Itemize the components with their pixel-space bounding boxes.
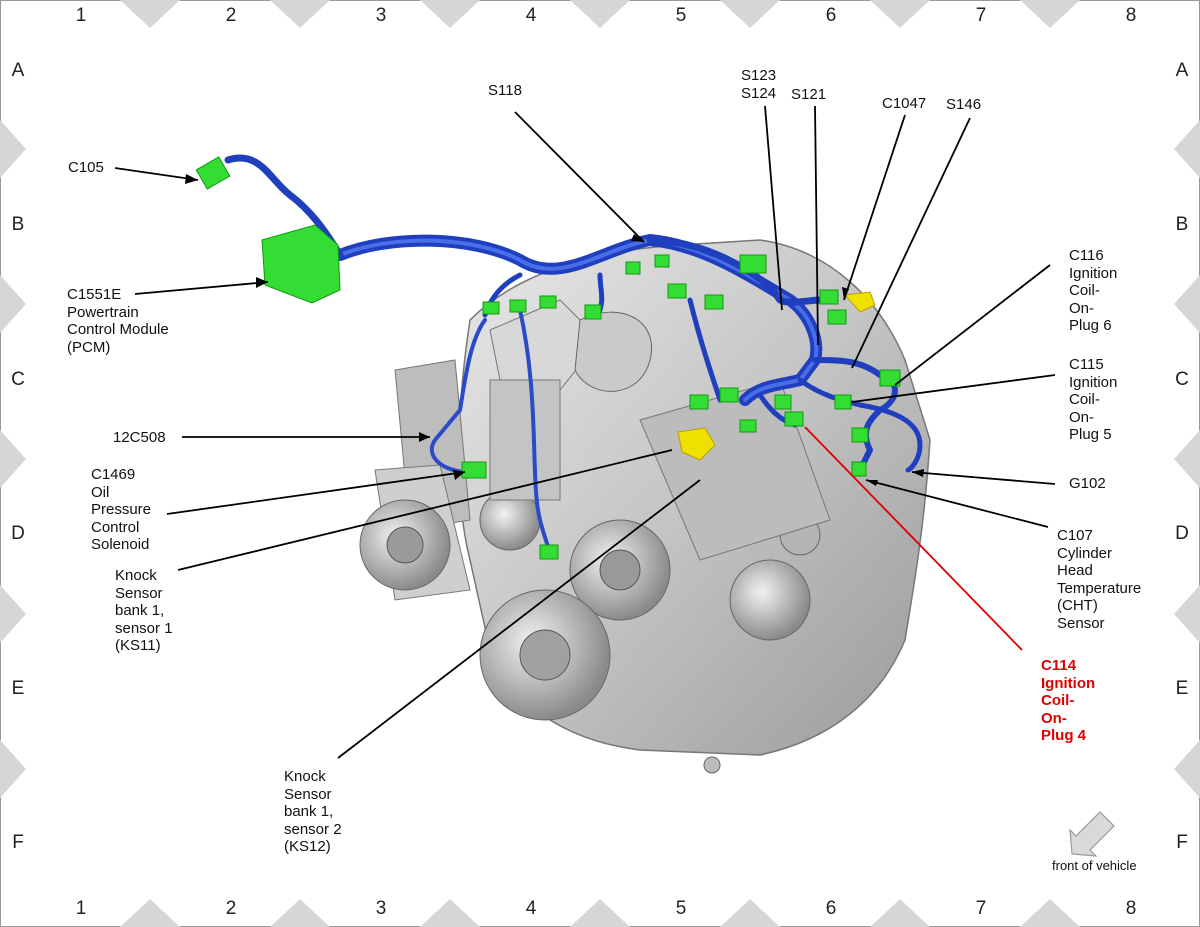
callout-c107: C107 Cylinder Head Temperature (CHT) Sen…	[1057, 527, 1142, 632]
grid-row-e-right: E	[1175, 678, 1189, 699]
callout-c116: C116 Ignition Coil- On- Plug 6	[1069, 247, 1118, 334]
connectors	[195, 156, 901, 560]
leader-lines	[114, 105, 1056, 759]
grid-row-f-left: F	[12, 832, 24, 853]
grid-col-7-bottom: 7	[975, 898, 987, 919]
front-of-vehicle-label: front of vehicle	[1052, 858, 1137, 873]
grid-col-8-top: 8	[1125, 5, 1137, 26]
callout-s121: S121	[791, 86, 827, 103]
arrowheads	[185, 174, 924, 486]
grid-col-2-top: 2	[225, 5, 237, 26]
callout-g102: G102	[1069, 475, 1106, 492]
callout-ks12: Knock Sensor bank 1, sensor 2 (KS12)	[284, 768, 342, 855]
grid-row-c-right: C	[1175, 369, 1189, 390]
grid-row-f-right: F	[1176, 832, 1188, 853]
grid-col-6-bottom: 6	[825, 898, 837, 919]
grid-row-d-right: D	[1175, 523, 1189, 544]
ks11-sensor	[677, 291, 876, 461]
c114-leader	[804, 426, 1023, 651]
grid-row-a-right: A	[1175, 60, 1189, 81]
grid-col-5-bottom: 5	[675, 898, 687, 919]
callout-ks11: Knock Sensor bank 1, sensor 1 (KS11)	[115, 567, 173, 654]
grid-row-c-left: C	[11, 369, 25, 390]
callout-c114: C114 Ignition Coil- On- Plug 4	[1041, 657, 1096, 744]
callout-s123-s124: S123 S124	[741, 67, 777, 102]
grid-col-1-bottom: 1	[75, 898, 87, 919]
callout-c1551e: C1551E Powertrain Control Module (PCM)	[67, 286, 169, 356]
callout-s118: S118	[488, 82, 522, 99]
grid-col-3-bottom: 3	[375, 898, 387, 919]
grid-col-7-top: 7	[975, 5, 987, 26]
callout-c1469: C1469 Oil Pressure Control Solenoid	[91, 466, 152, 553]
grid-row-e-left: E	[11, 678, 25, 699]
grid-col-3-top: 3	[375, 5, 387, 26]
arrow-icon	[1069, 811, 1115, 857]
grid-col-6-top: 6	[825, 5, 837, 26]
grid-row-d-left: D	[11, 523, 25, 544]
callout-c115: C115 Ignition Coil- On- Plug 5	[1069, 356, 1118, 443]
grid-row-b-left: B	[11, 214, 25, 235]
grid-col-4-bottom: 4	[525, 898, 537, 919]
grid-col-4-top: 4	[525, 5, 537, 26]
grid-col-5-top: 5	[675, 5, 687, 26]
grid-col-1-top: 1	[75, 5, 87, 26]
callout-12c508: 12C508	[113, 429, 166, 446]
grid-row-b-right: B	[1175, 214, 1189, 235]
callout-c1047: C1047	[882, 95, 927, 112]
callout-c105: C105	[68, 159, 104, 176]
grid-col-2-bottom: 2	[225, 898, 237, 919]
grid-col-8-bottom: 8	[1125, 898, 1137, 919]
grid-row-a-left: A	[11, 60, 25, 81]
callout-s146: S146	[946, 96, 982, 113]
